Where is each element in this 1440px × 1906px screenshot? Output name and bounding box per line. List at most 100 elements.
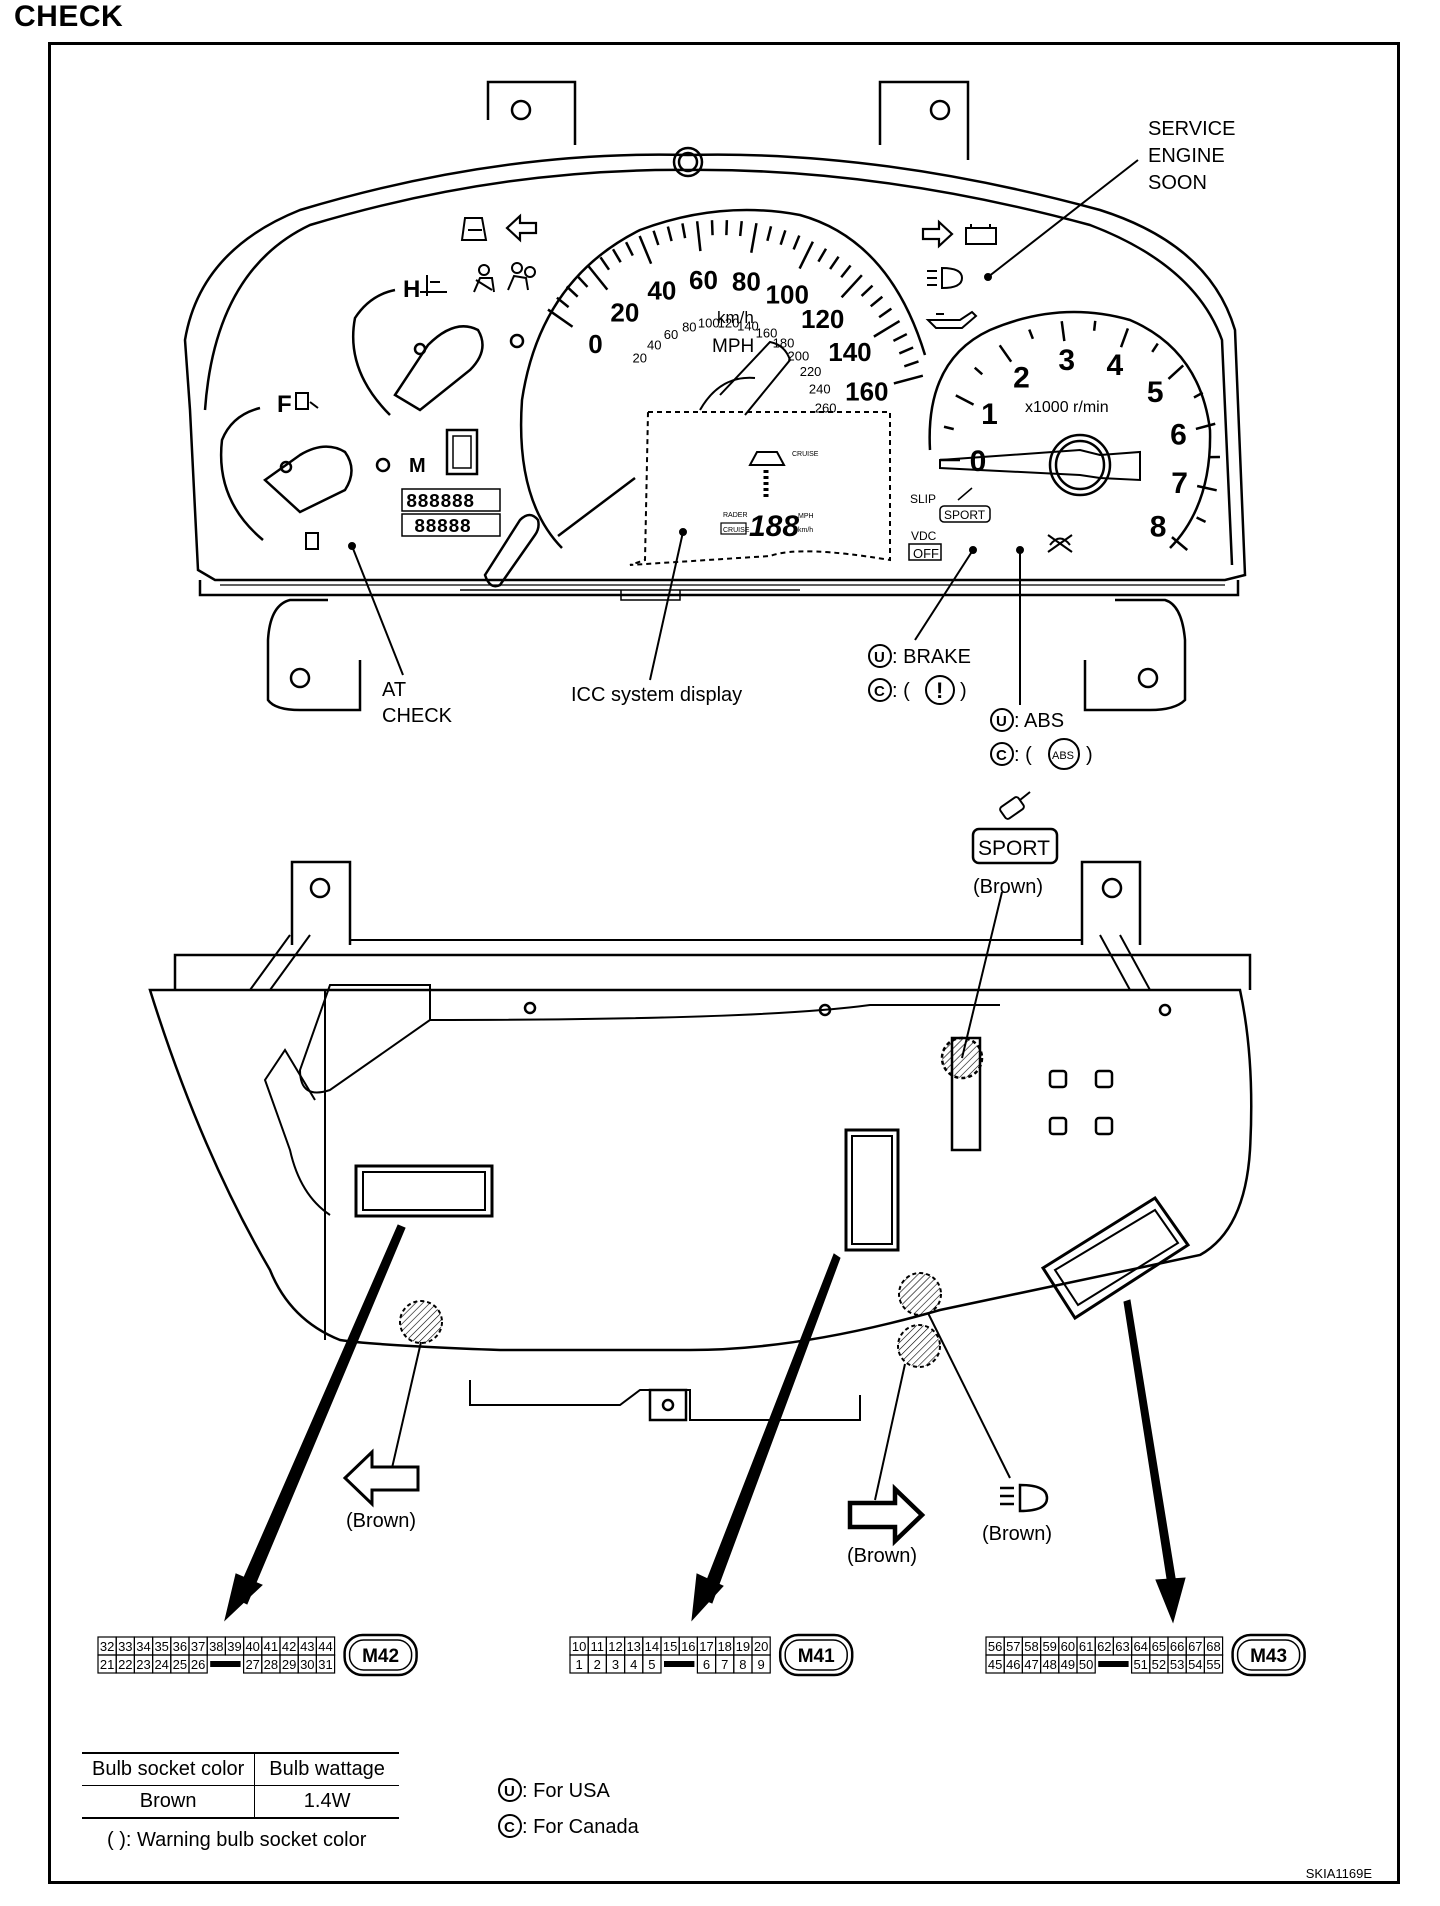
pin-cell	[315, 1654, 336, 1674]
speedo-tick	[565, 285, 579, 298]
door-open-icon	[460, 217, 488, 241]
pin-gap-bar	[664, 1661, 695, 1667]
tacho-tick	[1167, 364, 1185, 380]
speedo-kmh-label: 240	[809, 382, 831, 397]
svg-text:U: U	[504, 1783, 515, 1800]
seat-warning-icon	[1047, 534, 1073, 553]
tacho-tick	[1151, 342, 1159, 353]
speedo-kmh-label: 220	[800, 364, 822, 379]
pin-cell	[642, 1654, 662, 1674]
speedo-tick	[750, 222, 758, 253]
at-check-line1: AT	[382, 679, 406, 701]
tacho-tick	[955, 394, 975, 406]
icc-speed-digits: 188	[749, 510, 799, 543]
connector-id-label: M42	[362, 1646, 399, 1667]
pin-cell	[1203, 1654, 1224, 1674]
speedo-tick	[869, 295, 884, 308]
diagram-frame	[48, 42, 1400, 1884]
connector-id-badge-inner	[784, 1639, 848, 1671]
pin-number: 66	[1170, 1639, 1184, 1654]
pin-number: 1	[575, 1657, 582, 1672]
vdc-off-label: OFF	[913, 546, 939, 561]
m42-connector-housing	[354, 1164, 494, 1218]
callout-leaders-front	[348, 159, 1139, 705]
speedo-tick	[860, 284, 874, 297]
fuel-gauge	[219, 406, 391, 541]
pin-number: 24	[154, 1657, 168, 1672]
pin-number: 62	[1097, 1639, 1111, 1654]
speedo-tick	[587, 265, 609, 291]
speedo-tick	[766, 225, 773, 242]
pin-gap-bar	[210, 1661, 241, 1667]
pin-number: 29	[282, 1657, 296, 1672]
speedo-kmh-label: 60	[664, 327, 678, 342]
svg-text:: ABS: : ABS	[1014, 710, 1064, 732]
pin-number: 20	[754, 1639, 768, 1654]
pin-number: 2	[594, 1657, 601, 1672]
pin-number: 60	[1061, 1639, 1075, 1654]
pin-number: 39	[227, 1639, 241, 1654]
m43-connector-housing	[1040, 1195, 1191, 1321]
pin-number: 6	[703, 1657, 710, 1672]
pin-number: 31	[318, 1657, 332, 1672]
service-engine-soon-line1: SERVICE	[1148, 118, 1235, 140]
pin-number: 21	[100, 1657, 114, 1672]
icc-system-display	[629, 411, 891, 566]
m41-connector-housing	[844, 1128, 900, 1252]
connector-id-badge	[343, 1633, 418, 1677]
connector-id-label: M43	[1250, 1646, 1287, 1667]
connector-arrows	[224, 1224, 1186, 1624]
tacho-tick	[1193, 391, 1204, 399]
pin-number: 27	[245, 1657, 259, 1672]
pin-number: 12	[608, 1639, 622, 1654]
headlight-high-beam-icon	[927, 266, 964, 290]
battery-icon	[965, 224, 997, 245]
pin-number: 54	[1188, 1657, 1202, 1672]
pin-number: 9	[757, 1657, 764, 1672]
coolant-temp-icon	[420, 275, 447, 296]
icc-radar-label: RADER	[723, 512, 748, 519]
icc-cruise-box-label: CRUISE	[723, 527, 750, 534]
pin-number: 35	[154, 1639, 168, 1654]
speedo-tick	[798, 241, 815, 270]
connector-id-badge	[778, 1633, 854, 1677]
icc-system-display-label: ICC system display	[571, 684, 742, 706]
tacho-tick	[1119, 328, 1130, 348]
svg-text:U: U	[996, 713, 1007, 730]
icc-cruise-box	[720, 522, 747, 535]
speedo-tick	[556, 296, 570, 309]
pin-number: 43	[300, 1639, 314, 1654]
pin-number: 33	[118, 1639, 132, 1654]
pin-number: 17	[699, 1639, 713, 1654]
headlamp-rear-color: (Brown)	[982, 1523, 1052, 1545]
service-engine-soon-line2: ENGINE	[1148, 145, 1225, 167]
pin-number: 52	[1152, 1657, 1166, 1672]
speedo-tick	[638, 235, 653, 265]
speedo-mph-label: 60	[689, 265, 718, 295]
speedo-tick	[840, 264, 852, 279]
pin-number: 57	[1006, 1639, 1020, 1654]
tacho-label: 5	[1147, 376, 1164, 409]
spec-header-wattage: Bulb wattage	[254, 1752, 399, 1786]
speedo-mph-label: 20	[610, 297, 639, 327]
tacho-tick	[1196, 516, 1207, 524]
pin-number: 22	[118, 1657, 132, 1672]
speedo-tick	[624, 241, 634, 257]
tacho-label: 2	[1013, 361, 1030, 394]
pin-number: 28	[264, 1657, 278, 1672]
seatbelt-icon	[473, 264, 495, 293]
tachometer-ticks	[940, 320, 1220, 551]
service-engine-soon-line3: SOON	[1148, 172, 1207, 194]
svg-text:U: U	[874, 649, 885, 666]
tacho-tick	[1028, 329, 1035, 340]
pin-cell	[751, 1654, 771, 1674]
spec-header-socket-color: Bulb socket color	[82, 1752, 256, 1786]
speedo-tick	[611, 248, 622, 263]
tacho-tick	[1171, 536, 1189, 551]
pin-number: 55	[1206, 1657, 1220, 1672]
speedo-mph-label: 40	[647, 276, 676, 306]
pin-number: 15	[663, 1639, 677, 1654]
